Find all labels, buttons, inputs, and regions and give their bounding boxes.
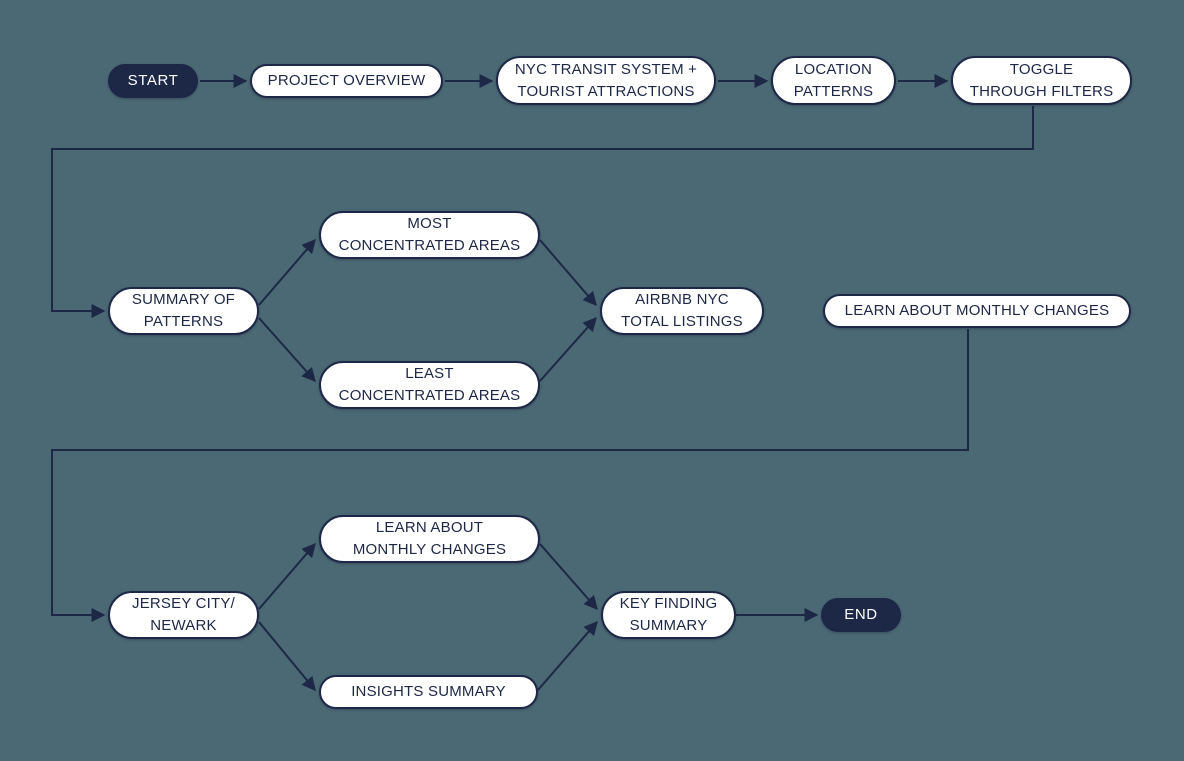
edge-jersey-newark-to-learn-monthly <box>258 542 316 610</box>
node-learn-about-monthly-changes-top[interactable]: LEARN ABOUT MONTHLY CHANGES <box>823 294 1131 328</box>
node-project-overview[interactable]: PROJECT OVERVIEW <box>250 64 443 98</box>
edge-jersey-newark-to-insights-summary <box>258 621 316 692</box>
node-airbnb-nyc-total-listings[interactable]: AIRBNB NYC TOTAL LISTINGS <box>600 287 764 335</box>
node-key-finding-summary[interactable]: KEY FINDING SUMMARY <box>601 591 736 639</box>
node-location-patterns[interactable]: LOCATION PATTERNS <box>771 56 896 105</box>
node-end[interactable]: END <box>821 598 901 632</box>
edge-most-concentrated-to-airbnb-total <box>539 239 597 307</box>
node-least-concentrated-areas[interactable]: LEAST CONCENTRATED AREAS <box>319 361 540 409</box>
node-summary-of-patterns[interactable]: SUMMARY OF PATTERNS <box>108 287 259 335</box>
edge-summary-patterns-to-most-concentrated <box>258 238 316 306</box>
node-jersey-city-newark[interactable]: JERSEY CITY/ NEWARK <box>108 591 259 639</box>
node-insights-summary[interactable]: INSIGHTS SUMMARY <box>319 675 538 709</box>
node-start[interactable]: START <box>108 64 198 98</box>
edge-summary-patterns-to-least-concentrated <box>258 317 316 383</box>
node-learn-about-monthly-changes-bottom[interactable]: LEARN ABOUT MONTHLY CHANGES <box>319 515 540 563</box>
node-nyc-transit-system[interactable]: NYC TRANSIT SYSTEM + TOURIST ATTRACTIONS <box>496 56 716 105</box>
edge-least-concentrated-to-airbnb-total <box>539 316 597 382</box>
node-most-concentrated-areas[interactable]: MOST CONCENTRATED AREAS <box>319 211 540 259</box>
edge-insights-summary-to-key-finding <box>537 620 598 691</box>
edge-learn-monthly-to-key-finding <box>539 543 598 611</box>
edge-toggle-filters-to-summary-patterns <box>51 106 1034 318</box>
node-toggle-through-filters[interactable]: TOGGLE THROUGH FILTERS <box>951 56 1132 105</box>
